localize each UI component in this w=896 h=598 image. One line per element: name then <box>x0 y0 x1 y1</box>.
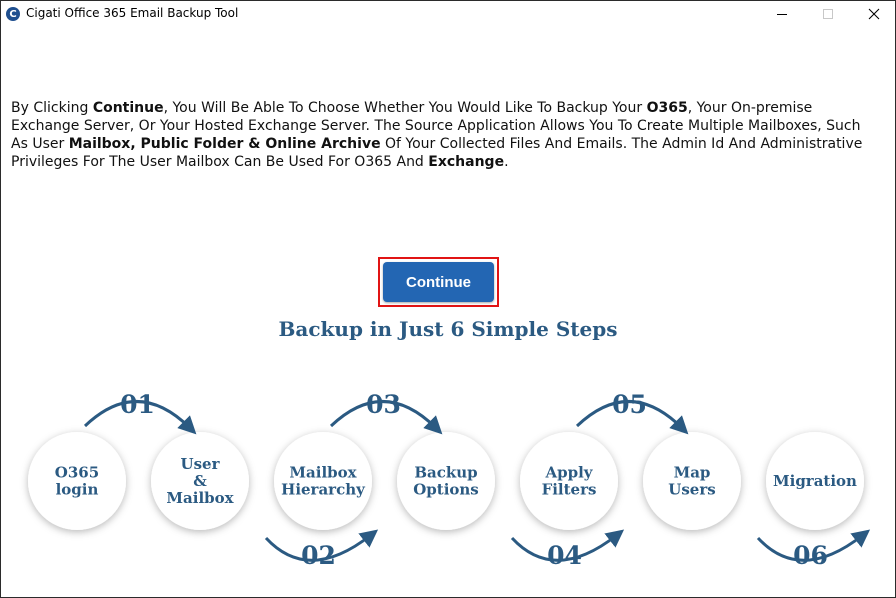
intro-text: , Your On-premise Exchange Server, Or Yo… <box>11 100 861 152</box>
steps-heading: Backup in Just 6 Simple Steps <box>278 317 618 341</box>
close-icon <box>868 8 880 20</box>
step-arrow <box>756 529 871 562</box>
intro-text: Of Your Collected Files And Emails. The … <box>11 136 863 170</box>
cigati-logo-icon: C <box>6 7 20 21</box>
step-label: login <box>56 481 99 499</box>
intro-text: . <box>504 154 509 170</box>
step-7: Migration <box>766 432 864 530</box>
step-arrow <box>510 529 625 562</box>
intro-bold-o365: O365 <box>646 100 688 116</box>
step-circle <box>274 432 372 530</box>
step-circle <box>766 432 864 530</box>
step-label: Map <box>674 464 711 482</box>
step-circle <box>28 432 126 530</box>
step-number: 01 <box>120 390 155 419</box>
step-arrow <box>264 529 379 562</box>
step-number: 05 <box>612 390 647 419</box>
step-number: 02 <box>301 541 336 570</box>
title-bar[interactable]: C Cigati Office 365 Email Backup Tool <box>1 1 895 27</box>
step-label: Filters <box>542 481 597 499</box>
intro-bold-mailbox: Mailbox, Public Folder & Online Archive <box>68 136 381 152</box>
maximize-icon <box>823 9 833 19</box>
continue-button[interactable]: Continue <box>383 262 494 302</box>
step-2: User&Mailbox <box>151 432 249 530</box>
step-label: Users <box>668 481 715 499</box>
minimize-button[interactable] <box>759 1 805 27</box>
step-arrow <box>83 400 197 435</box>
step-label: User <box>181 455 221 473</box>
step-label: Backup <box>414 464 477 482</box>
step-circle <box>520 432 618 530</box>
step-circle <box>151 432 249 530</box>
step-label: O365 <box>55 464 99 482</box>
window-title: Cigati Office 365 Email Backup Tool <box>26 6 239 20</box>
step-label: Hierarchy <box>281 481 366 499</box>
step-number: 03 <box>366 390 401 419</box>
step-label: Options <box>413 481 479 499</box>
intro-text: , You Will Be Able To Choose Whether You… <box>163 100 647 116</box>
maximize-button[interactable] <box>805 1 851 27</box>
step-circle <box>643 432 741 530</box>
step-circle <box>397 432 495 530</box>
intro-bold-exchange: Exchange <box>428 154 505 170</box>
close-button[interactable] <box>851 1 895 27</box>
intro-paragraph: By Clicking Continue, You Will Be Able T… <box>11 99 881 171</box>
step-arrow <box>329 400 443 435</box>
step-arrow <box>575 400 689 435</box>
continue-highlight: Continue <box>378 257 499 307</box>
minimize-icon <box>777 14 787 15</box>
step-label: Apply <box>544 464 593 482</box>
steps-diagram: O365loginUser&MailboxMailboxHierarchyBac… <box>28 390 871 570</box>
step-number: 04 <box>547 541 582 570</box>
step-label: Migration <box>773 472 857 490</box>
intro-text: By Clicking <box>11 100 93 116</box>
intro-bold-continue: Continue <box>92 100 164 116</box>
step-number: 06 <box>793 541 828 570</box>
step-label: Mailbox <box>166 489 234 507</box>
step-label: & <box>193 472 207 490</box>
step-label: Mailbox <box>289 464 357 482</box>
